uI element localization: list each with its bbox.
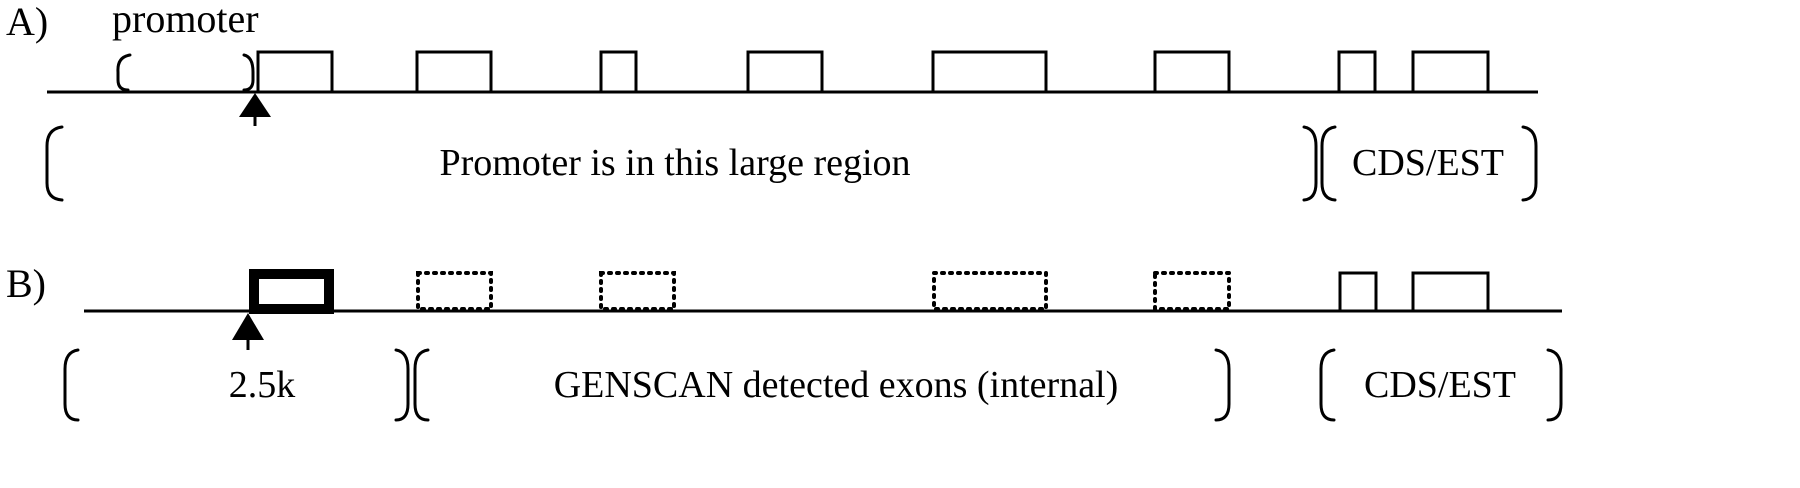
promoter-region-label: Promoter is in this large region xyxy=(439,142,910,184)
promoter-close-paren xyxy=(242,53,255,92)
upstream-close-bracket xyxy=(394,348,410,422)
tss-arrow-b-icon xyxy=(232,313,264,340)
panel-b-label: B) xyxy=(6,261,46,306)
genscan-exon-3 xyxy=(932,271,1048,311)
genscan-close-bracket xyxy=(1214,348,1231,422)
exon-a-5 xyxy=(931,50,1048,94)
exon-a-8 xyxy=(1411,50,1490,94)
region-open-bracket xyxy=(45,125,64,202)
predicted-first-exon xyxy=(249,269,334,314)
cds-a-open-bracket xyxy=(1320,125,1337,202)
cds-b-open-bracket xyxy=(1319,348,1336,422)
exon-a-3 xyxy=(599,50,638,94)
panel-a: A) promoter Promoter is in this large re… xyxy=(6,0,1538,202)
upstream-2-5k-label: 2.5k xyxy=(229,364,296,406)
exon-a-2 xyxy=(415,50,493,94)
tss-arrow-a-icon xyxy=(239,93,271,117)
genscan-exon-4 xyxy=(1153,271,1231,311)
region-close-bracket xyxy=(1302,125,1318,202)
promoter-open-paren xyxy=(116,53,132,92)
exon-b-cds-2 xyxy=(1411,271,1490,313)
genscan-open-bracket xyxy=(413,348,430,422)
exon-a-6 xyxy=(1153,50,1231,94)
cds-b-close-bracket xyxy=(1546,348,1563,422)
exon-a-1 xyxy=(256,50,334,94)
cds-est-label-a: CDS/EST xyxy=(1352,142,1504,184)
upstream-open-bracket xyxy=(63,348,80,422)
exon-b-cds-1 xyxy=(1338,271,1378,313)
genscan-exons-label: GENSCAN detected exons (internal) xyxy=(554,364,1119,406)
panel-b: B) 2.5k GENSCAN detected exons (internal… xyxy=(6,261,1563,422)
exon-a-7 xyxy=(1337,50,1377,94)
exon-a-4 xyxy=(746,50,824,94)
promoter-label: promoter xyxy=(112,0,259,41)
genscan-exon-2 xyxy=(599,271,676,311)
panel-a-label: A) xyxy=(6,0,48,44)
cds-a-close-bracket xyxy=(1521,125,1538,202)
cds-est-label-b: CDS/EST xyxy=(1364,364,1516,406)
genscan-exon-1 xyxy=(416,271,493,311)
